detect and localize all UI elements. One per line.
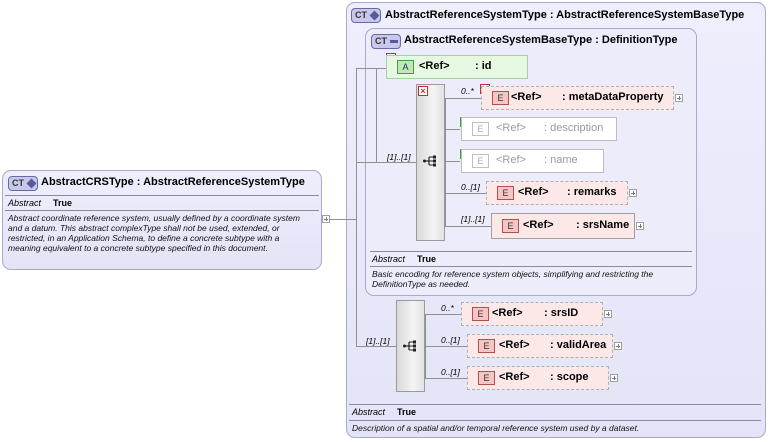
- complex-type-badge: CT: [351, 8, 381, 23]
- element-name: : srsID: [544, 307, 579, 319]
- element-ref: <Ref>: [511, 91, 542, 103]
- connector: [445, 226, 491, 227]
- connector: [445, 98, 446, 226]
- attribute-id[interactable]: A <Ref> : id: [386, 55, 528, 79]
- left-description: Abstract coordinate reference system, us…: [8, 213, 300, 253]
- element-ref: <Ref>: [499, 339, 530, 351]
- element-cardinality: 0..*: [461, 86, 474, 96]
- divider: [349, 420, 761, 421]
- connector: [356, 346, 396, 347]
- element-tag: E: [478, 339, 495, 353]
- element-ref: <Ref>: [518, 186, 549, 198]
- divider: [349, 404, 761, 405]
- connector: [356, 68, 386, 69]
- element-metadataproperty[interactable]: E <Ref> : metaDataProperty: [481, 86, 674, 110]
- element-remarks[interactable]: E <Ref> : remarks: [486, 181, 628, 205]
- removed-marker-icon: ×: [418, 86, 428, 96]
- attribute-tag: A: [397, 60, 414, 74]
- expand-toggle[interactable]: [614, 342, 622, 350]
- element-cardinality: [1]..[1]: [461, 214, 485, 224]
- inner-seq-cardinality: [1]..[1]: [387, 152, 411, 162]
- attribute-ref: <Ref>: [419, 60, 450, 72]
- element-tag: E: [492, 91, 509, 105]
- left-type-title: AbstractCRSType : AbstractReferenceSyste…: [41, 176, 305, 188]
- outer-seq-cardinality: [1]..[1]: [366, 336, 390, 346]
- element-tag: E: [502, 219, 519, 233]
- element-name: : description: [544, 122, 604, 134]
- element-cardinality: 0..*: [441, 303, 454, 313]
- expand-toggle[interactable]: [636, 222, 644, 230]
- element-ref: <Ref>: [499, 371, 530, 383]
- inner-description: Basic encoding for reference system obje…: [372, 269, 654, 289]
- expand-toggle[interactable]: [604, 310, 612, 318]
- inner-type-title: AbstractReferenceSystemBaseType : Defini…: [404, 34, 678, 46]
- element-name: : remarks: [567, 186, 617, 198]
- element-name: : name: [544, 154, 578, 166]
- divider: [370, 251, 692, 252]
- connector: [445, 98, 481, 99]
- outer-type-title: AbstractReferenceSystemType : AbstractRe…: [385, 9, 745, 21]
- connector: [356, 162, 416, 163]
- element-srsid[interactable]: E <Ref> : srsID: [461, 302, 603, 326]
- expand-toggle[interactable]: [610, 374, 618, 382]
- sequence-icon: [403, 340, 416, 352]
- divider: [5, 210, 319, 211]
- complex-type-badge: CT: [8, 176, 38, 191]
- connector: [445, 161, 460, 162]
- connector: [425, 378, 467, 379]
- element-tag: E: [472, 307, 489, 321]
- element-tag: E: [497, 186, 514, 200]
- element-ref: <Ref>: [496, 122, 526, 134]
- element-ref: <Ref>: [492, 307, 523, 319]
- sequence-icon: [423, 155, 436, 167]
- element-cardinality: 0..[1]: [461, 182, 480, 192]
- left-complex-type[interactable]: CT AbstractCRSType : AbstractReferenceSy…: [2, 170, 322, 270]
- attribute-name: : id: [475, 60, 492, 72]
- element-tag: E: [472, 122, 489, 136]
- element-cardinality: 0..[1]: [441, 367, 460, 377]
- expand-toggle[interactable]: [675, 94, 683, 102]
- element-validarea[interactable]: E <Ref> : validArea: [467, 334, 613, 358]
- divider: [5, 195, 319, 196]
- inner-sequence[interactable]: [416, 84, 445, 241]
- connector: [376, 68, 377, 162]
- element-name: : scope: [550, 371, 589, 383]
- element-scope[interactable]: E <Ref> : scope: [467, 366, 609, 390]
- collapse-toggle[interactable]: [322, 215, 330, 223]
- divider: [370, 266, 692, 267]
- element-name[interactable]: E <Ref> : name: [461, 149, 604, 173]
- connector: [356, 68, 357, 346]
- connector: [445, 193, 486, 194]
- element-name: : metaDataProperty: [562, 91, 664, 103]
- element-name: : srsName: [576, 219, 630, 231]
- connector: [425, 314, 461, 315]
- connector: [425, 346, 467, 347]
- element-srsname[interactable]: E <Ref> : srsName: [491, 213, 635, 239]
- expand-toggle[interactable]: [629, 189, 637, 197]
- element-name: : validArea: [550, 339, 607, 351]
- element-ref: <Ref>: [523, 219, 554, 231]
- element-description[interactable]: E <Ref> : description: [461, 117, 617, 141]
- complex-type-badge: CT: [371, 34, 401, 49]
- element-ref: <Ref>: [496, 154, 526, 166]
- connector: [445, 129, 460, 130]
- element-tag: E: [478, 371, 495, 385]
- element-tag: E: [472, 154, 489, 168]
- connector: [330, 219, 356, 220]
- outer-description: Description of a spatial and/or temporal…: [352, 423, 640, 433]
- element-cardinality: 0..[1]: [441, 335, 460, 345]
